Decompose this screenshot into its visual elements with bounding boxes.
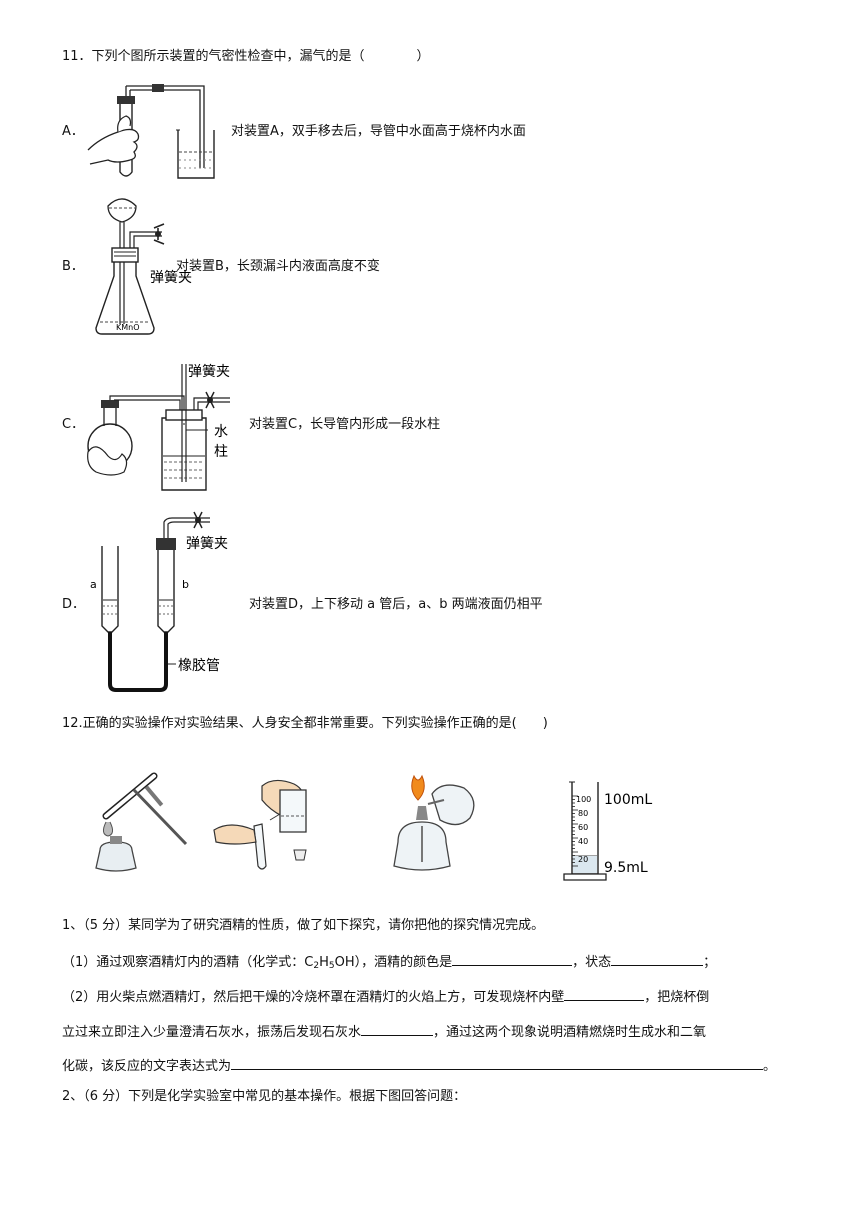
p1-line-1-text-d: ，状态: [572, 955, 612, 970]
spring-clip-label-d: 弹簧夹: [186, 536, 228, 552]
q12-pouring-liquid-figure: [213, 779, 307, 870]
p1-line-1: （1）通过观察酒精灯内的酒精（化学式：C2H5OH），酒精的颜色是 ，状态 ；: [62, 951, 716, 975]
kmno-label: KMnO: [116, 323, 140, 332]
p1-line-2: （2）用火柴点燃酒精灯，然后把干燥的冷烧杯罩在酒精灯的火焰上方，可发现烧杯内壁 ，…: [62, 986, 709, 1007]
water-column-label-2: 柱: [214, 444, 228, 460]
q11-option-b-letter: B．: [62, 259, 84, 274]
tick-label-40: 40: [578, 837, 588, 846]
apparatus-c-figure: 弹簧夹 水 柱: [87, 364, 230, 491]
p1-line-1-text-a: （1）通过观察酒精灯内的酒精（化学式：C: [62, 955, 314, 970]
p1-line-4-text-b: 。: [763, 1059, 777, 1074]
apparatus-d-figure: a b 弹簧夹 橡胶管: [90, 511, 228, 692]
p1-line-3-text-a: 立过来立即注入少量澄清石灰水，振荡后发现石灰水: [62, 1025, 362, 1040]
q12-graduated-cylinder-figure: 100 80 60 40 20 100mL 9.5mL: [563, 781, 652, 881]
p1-line-3: 立过来立即注入少量澄清石灰水，振荡后发现石灰水 ，通过这两个现象说明酒精燃烧时生成…: [62, 1021, 706, 1042]
word-equation-blank[interactable]: [231, 1055, 764, 1070]
p1-heading: 1、（5 分）某同学为了研究酒精的性质，做了如下探究，请你把他的探究情况完成。: [62, 918, 545, 933]
q12-lighting-lamp-figure: [393, 774, 475, 871]
q11-option-d-letter: D．: [62, 597, 86, 612]
rubber-tube-label: 橡胶管: [178, 657, 220, 674]
tick-label-100: 100: [576, 795, 591, 804]
cylinder-top-label: 100mL: [604, 792, 652, 808]
tube-a-label: a: [90, 578, 97, 591]
p1-line-1-text-b: H: [319, 955, 329, 970]
q11-option-c-letter: C．: [62, 417, 85, 432]
q11-stem: 11．下列个图所示装置的气密性检查中，漏气的是（ ）: [62, 49, 430, 64]
q12-stem: 12.正确的实验操作对实验结果、人身安全都非常重要。下列实验操作正确的是( ): [62, 716, 548, 731]
tick-label-60: 60: [578, 823, 588, 832]
tick-label-20: 20: [578, 855, 588, 864]
q11-option-b-text: 对装置B，长颈漏斗内液面高度不变: [176, 259, 380, 274]
p1-line-1-text-e: ；: [703, 955, 717, 970]
q11-option-a-letter: A．: [62, 124, 84, 139]
tube-b-label: b: [182, 578, 189, 591]
p1-line-4: 化碳，该反应的文字表达式为 。: [62, 1055, 776, 1076]
q11-option-a-text: 对装置A，双手移去后，导管中水面高于烧杯内水面: [231, 124, 526, 139]
p1-line-1-text-c: OH），酒精的颜色是: [334, 955, 453, 970]
cylinder-reading-label: 9.5mL: [604, 860, 648, 876]
tick-label-80: 80: [578, 809, 588, 818]
alcohol-state-blank[interactable]: [611, 951, 704, 966]
spring-clip-label-c: 弹簧夹: [188, 364, 230, 380]
q11-option-c-text: 对装置C，长导管内形成一段水柱: [249, 417, 441, 432]
alcohol-color-blank[interactable]: [452, 951, 573, 966]
q11-option-d-text: 对装置D，上下移动 a 管后，a、b 两端液面仍相平: [249, 597, 543, 612]
p1-line-3-text-b: ，通过这两个现象说明酒精燃烧时生成水和二氧: [433, 1025, 707, 1040]
p1-line-2-text-a: （2）用火柴点燃酒精灯，然后把干燥的冷烧杯罩在酒精灯的火焰上方，可发现烧杯内壁: [62, 990, 565, 1005]
apparatus-b-figure: KMnO 弹簧夹: [95, 198, 192, 335]
limewater-blank[interactable]: [361, 1021, 434, 1036]
p2-heading: 2、（6 分）下列是化学实验室中常见的基本操作。根据下图回答问题：: [62, 1089, 467, 1104]
beaker-wall-blank[interactable]: [564, 986, 645, 1001]
apparatus-a-figure: [87, 84, 215, 179]
subscript-5: 5: [328, 961, 335, 971]
q12-heating-tube-figure: [95, 772, 188, 872]
water-column-label-1: 水: [214, 424, 228, 440]
cylinder-tick-marks: [572, 795, 578, 867]
spring-clip-label-b: 弹簧夹: [150, 270, 192, 286]
p1-line-4-text-a: 化碳，该反应的文字表达式为: [62, 1059, 232, 1074]
p1-line-2-text-b: ，把烧杯倒: [644, 990, 710, 1005]
subscript-2: 2: [313, 961, 320, 971]
